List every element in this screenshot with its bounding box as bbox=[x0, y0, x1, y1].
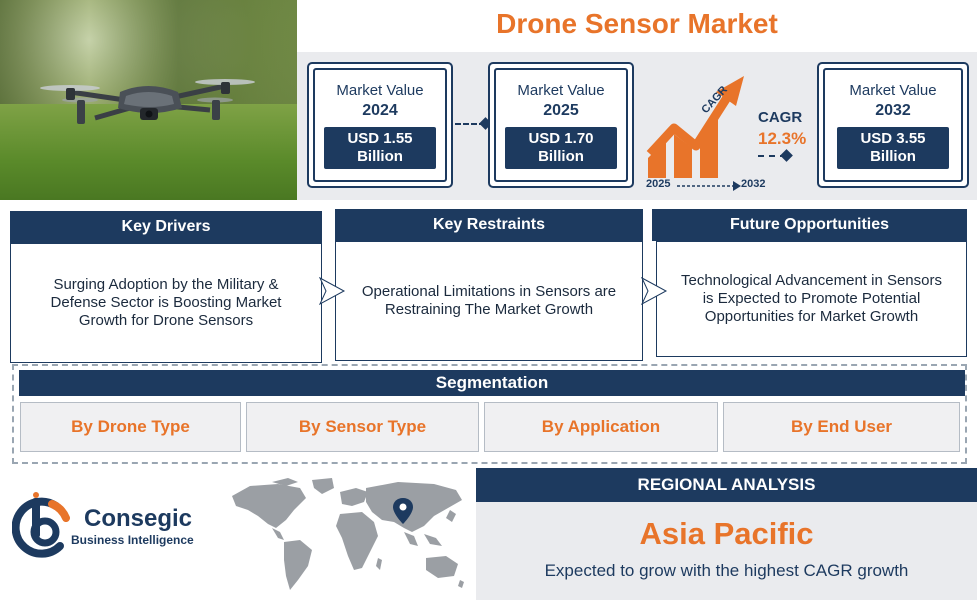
market-value-year: 2025 bbox=[543, 102, 579, 119]
connector-cagr bbox=[758, 149, 793, 162]
cagr-value: 12.3% bbox=[758, 129, 807, 148]
leading-region: Asia Pacific bbox=[639, 516, 814, 551]
market-value-label: Market Value bbox=[517, 82, 605, 99]
market-value-amount-line1: USD 3.55 bbox=[860, 130, 926, 147]
brand-name: Consegic bbox=[84, 505, 193, 532]
drone-photo bbox=[0, 0, 297, 200]
location-pin-icon bbox=[393, 498, 413, 524]
market-value-amount-line2: Billion bbox=[870, 148, 916, 165]
chevron-right-icon bbox=[640, 276, 668, 306]
segment-by-sensor-type: By Sensor Type bbox=[246, 402, 479, 452]
segment-by-end-user: By End User bbox=[723, 402, 960, 452]
market-value-label: Market Value bbox=[336, 82, 424, 99]
market-value-card-2032: Market Value 2032 USD 3.55 Billion bbox=[817, 62, 969, 188]
page-title: Drone Sensor Market bbox=[496, 8, 778, 39]
brand-tagline: Business Intelligence bbox=[71, 533, 194, 547]
drone-icon bbox=[40, 79, 255, 124]
market-value-year: 2024 bbox=[362, 102, 398, 119]
market-value-amount-line1: USD 1.55 bbox=[347, 130, 413, 147]
consegic-logo-icon bbox=[12, 492, 70, 558]
future-opportunities-text: Technological Advancement in Sensors is … bbox=[656, 241, 967, 357]
future-opportunities-heading: Future Opportunities bbox=[652, 209, 967, 241]
cagr-label: CAGR bbox=[758, 109, 803, 126]
chevron-right-icon bbox=[318, 276, 346, 306]
market-value-card-2024: Market Value 2024 USD 1.55 Billion bbox=[307, 62, 453, 188]
regional-description: Expected to grow with the highest CAGR g… bbox=[544, 561, 909, 580]
segment-by-application: By Application bbox=[484, 402, 718, 452]
regional-analysis-panel bbox=[476, 502, 977, 600]
market-value-amount: USD 1.70 Billion bbox=[505, 127, 617, 169]
connector-2024-2025 bbox=[455, 117, 492, 130]
segmentation-container bbox=[12, 364, 967, 464]
market-value-amount: USD 1.55 Billion bbox=[324, 127, 436, 169]
market-value-year: 2032 bbox=[875, 102, 911, 119]
key-restraints-text: Operational Limitations in Sensors are R… bbox=[335, 241, 643, 361]
segment-by-drone-type: By Drone Type bbox=[20, 402, 241, 452]
segmentation-heading: Segmentation bbox=[19, 370, 965, 396]
market-value-amount: USD 3.55 Billion bbox=[837, 127, 949, 169]
regional-analysis-heading: REGIONAL ANALYSIS bbox=[476, 468, 977, 502]
market-value-card-2025: Market Value 2025 USD 1.70 Billion bbox=[488, 62, 634, 188]
timeline-arrow-icon bbox=[677, 181, 741, 191]
market-value-amount-line1: USD 1.70 bbox=[528, 130, 594, 147]
cagr-growth-arrow-icon: CAGR bbox=[646, 76, 744, 178]
cagr-end-year: 2032 bbox=[741, 178, 766, 190]
key-drivers-text: Surging Adoption by the Military & Defen… bbox=[10, 243, 322, 363]
cagr-start-year: 2025 bbox=[646, 178, 671, 190]
market-value-amount-line2: Billion bbox=[357, 148, 403, 165]
market-value-amount-line2: Billion bbox=[538, 148, 584, 165]
market-value-label: Market Value bbox=[849, 82, 937, 99]
key-restraints-heading: Key Restraints bbox=[335, 209, 643, 241]
key-drivers-heading: Key Drivers bbox=[10, 211, 322, 243]
world-map-icon bbox=[232, 478, 464, 590]
